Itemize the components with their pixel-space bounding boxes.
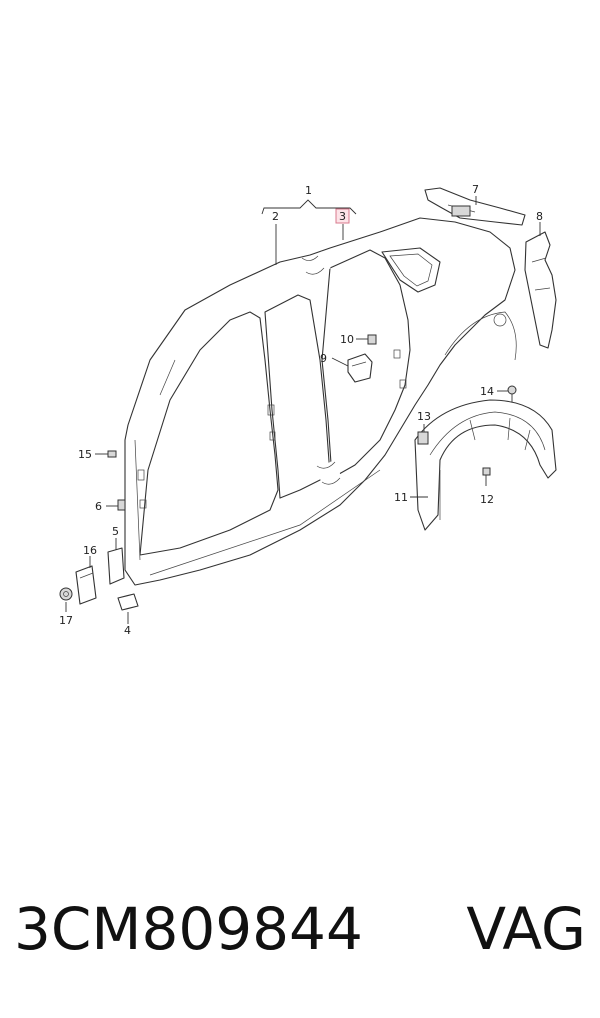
side-panel-assembly (124, 217, 517, 586)
leader-lines (65, 196, 541, 624)
part-12-screw (482, 467, 491, 486)
part-8-rear-bracket (524, 231, 557, 349)
part-17-nut (59, 587, 73, 601)
callout-13: 13 (417, 410, 431, 423)
callout-14: 14 (480, 385, 494, 398)
part-13-clip (417, 431, 429, 445)
callout-6: 6 (95, 500, 102, 513)
part-15-screw (107, 450, 117, 458)
part-7-rail-bracket (424, 187, 526, 226)
callout-1: 1 (305, 184, 312, 197)
callout-17: 17 (59, 614, 73, 627)
part-number: 3CM809844 (14, 895, 363, 963)
part-16-block (75, 565, 97, 605)
callout-4: 4 (124, 624, 131, 637)
part-6-clip (117, 499, 126, 511)
callout-2: 2 (272, 210, 279, 223)
brand-label: VAG (466, 895, 586, 963)
callout-15: 15 (78, 448, 92, 461)
callout-16: 16 (83, 544, 97, 557)
footer: 3CM809844 VAG (0, 895, 600, 975)
part-14-rivet (507, 385, 517, 402)
callout-3-highlight (335, 208, 350, 224)
exploded-parts-diagram: 1 2 3 7 8 10 9 14 13 15 6 11 12 5 16 17 … (59, 183, 557, 637)
part-9-bracket (347, 353, 373, 383)
callout-11: 11 (394, 491, 408, 504)
callout-labels: 1 2 3 7 8 10 9 14 13 15 6 11 12 5 16 17 … (59, 183, 543, 637)
callout-3: 3 (339, 210, 346, 223)
callout-5: 5 (112, 525, 119, 538)
part-4-bracket (117, 593, 139, 611)
brace-1 (261, 199, 357, 215)
callout-9: 9 (320, 352, 327, 365)
callout-12: 12 (480, 493, 494, 506)
callout-10: 10 (340, 333, 354, 346)
callout-7: 7 (472, 183, 479, 196)
part-11-wheel-liner (414, 399, 557, 531)
part-5-strip (107, 547, 125, 585)
part-10-clip (367, 334, 377, 345)
callout-8: 8 (536, 210, 543, 223)
